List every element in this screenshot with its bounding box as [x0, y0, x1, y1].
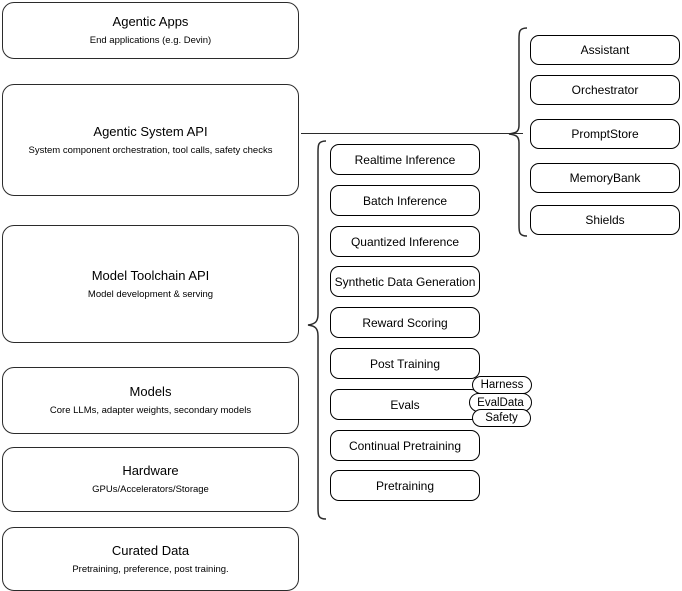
component-label: Orchestrator [571, 83, 639, 97]
stack-layer-subtitle: Model development & serving [87, 288, 214, 300]
agentic-component-shields[interactable]: Shields [530, 205, 680, 235]
toolchain-component-pretraining[interactable]: Pretraining [330, 470, 480, 501]
component-label: PromptStore [571, 127, 639, 141]
toolchain-component-post-training[interactable]: Post Training [330, 348, 480, 379]
stack-layer-title: Hardware [122, 463, 179, 478]
component-label: Pretraining [375, 478, 435, 493]
stack-layer-subtitle: System component orchestration, tool cal… [28, 144, 273, 156]
stack-layer-agentic-system-api[interactable]: Agentic System API System component orch… [2, 84, 299, 196]
stack-layer-curated-data[interactable]: Curated Data Pretraining, preference, po… [2, 527, 299, 591]
component-label: Continual Pretraining [348, 438, 462, 453]
stack-layer-hardware[interactable]: Hardware GPUs/Accelerators/Storage [2, 447, 299, 512]
agentic-component-promptstore[interactable]: PromptStore [530, 119, 680, 149]
toolchain-component-quantized-inference[interactable]: Quantized Inference [330, 226, 480, 257]
component-label: Synthetic Data Generation [334, 274, 476, 289]
toolchain-component-realtime-inference[interactable]: Realtime Inference [330, 144, 480, 175]
toolchain-component-batch-inference[interactable]: Batch Inference [330, 185, 480, 216]
subcomponent-label: Harness [480, 379, 524, 391]
agentic-component-assistant[interactable]: Assistant [530, 35, 680, 65]
toolchain-component-reward-scoring[interactable]: Reward Scoring [330, 307, 480, 338]
toolchain-component-evals[interactable]: Evals [330, 389, 480, 420]
stack-layer-title: Agentic Apps [112, 14, 189, 29]
agentic-component-orchestrator[interactable]: Orchestrator [530, 75, 680, 105]
stack-layer-agentic-apps[interactable]: Agentic Apps End applications (e.g. Devi… [2, 2, 299, 59]
agentic-component-memorybank[interactable]: MemoryBank [530, 163, 680, 193]
stack-layer-title: Curated Data [111, 542, 190, 558]
component-label: Post Training [369, 356, 441, 371]
stack-layer-title: Agentic System API [93, 123, 208, 139]
eval-subcomponent-harness[interactable]: Harness [472, 376, 532, 394]
component-label: MemoryBank [569, 171, 641, 185]
toolchain-component-continual-pretraining[interactable]: Continual Pretraining [330, 430, 480, 461]
component-label: Shields [585, 213, 625, 227]
component-label: Evals [390, 397, 420, 412]
stack-layer-models[interactable]: Models Core LLMs, adapter weights, secon… [2, 367, 299, 434]
toolchain-brace [307, 140, 327, 520]
eval-subcomponent-safety[interactable]: Safety [472, 409, 531, 427]
stack-layer-subtitle: End applications (e.g. Devin) [89, 35, 212, 46]
stack-layer-subtitle: Core LLMs, adapter weights, secondary mo… [49, 405, 252, 416]
component-label: Assistant [580, 43, 630, 57]
agentic-brace [508, 27, 528, 237]
component-label: Batch Inference [362, 193, 448, 208]
component-label: Reward Scoring [362, 315, 448, 330]
stack-layer-title: Model Toolchain API [91, 267, 210, 283]
stack-layer-subtitle: GPUs/Accelerators/Storage [92, 484, 209, 495]
stack-layer-model-toolchain-api[interactable]: Model Toolchain API Model development & … [2, 225, 299, 343]
connector-agentic-system-to-components [301, 133, 523, 135]
toolchain-component-synthetic-data-generation[interactable]: Synthetic Data Generation [330, 266, 480, 297]
subcomponent-label: Safety [485, 412, 518, 424]
stack-layer-title: Models [129, 384, 172, 399]
subcomponent-label: EvalData [477, 396, 524, 409]
component-label: Realtime Inference [354, 152, 456, 167]
stack-layer-subtitle: Pretraining, preference, post training. [72, 563, 229, 575]
component-label: Quantized Inference [350, 234, 460, 249]
